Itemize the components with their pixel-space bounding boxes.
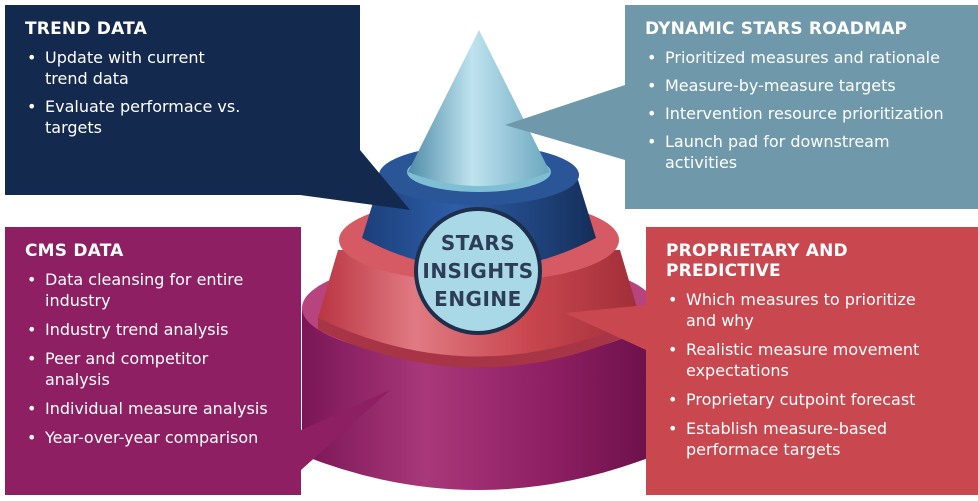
list-item: Peer and competitor analysis: [25, 348, 245, 390]
list-item: Which measures to prioritize and why: [666, 289, 926, 331]
cms-callout-tail: [301, 390, 390, 470]
roadmap-callout-tail: [505, 85, 625, 160]
proprietary-callout-tail: [565, 305, 646, 350]
engine-line-1: STARS: [440, 231, 516, 255]
roadmap-title: DYNAMIC STARS ROADMAP: [645, 19, 908, 39]
proprietary-list: Which measures to prioritize and why Rea…: [666, 289, 962, 460]
list-item: Launch pad for downstream activities: [645, 131, 915, 173]
cms-data-list: Data cleansing for entire industry Indus…: [25, 269, 285, 448]
proprietary-panel: PROPRIETARY AND PREDICTIVE Which measure…: [646, 227, 978, 495]
list-item: Year-over-year comparison: [25, 427, 285, 448]
list-item: Prioritized measures and rationale: [645, 47, 962, 68]
cone-tip: [408, 30, 550, 186]
list-item: Proprietary cutpoint forecast: [666, 389, 962, 410]
engine-circle: [414, 207, 542, 335]
list-item: Evaluate performace vs. targets: [25, 96, 255, 138]
roadmap-panel: DYNAMIC STARS ROADMAP Prioritized measur…: [625, 5, 978, 209]
list-item: Measure-by-measure targets: [645, 75, 962, 96]
trend-data-title: TREND DATA: [25, 19, 147, 39]
roadmap-list: Prioritized measures and rationale Measu…: [645, 47, 962, 173]
cms-data-panel: CMS DATA Data cleansing for entire indus…: [5, 227, 301, 495]
list-item: Update with current trend data: [25, 47, 245, 89]
engine-line-3: ENGINE: [434, 287, 522, 311]
cms-data-title: CMS DATA: [25, 241, 124, 261]
list-item: Realistic measure movement expectations: [666, 339, 946, 381]
list-item: Individual measure analysis: [25, 398, 285, 419]
list-item: Industry trend analysis: [25, 319, 285, 340]
proprietary-title: PROPRIETARY AND PREDICTIVE: [666, 241, 848, 281]
trend-data-list: Update with current trend data Evaluate …: [25, 47, 344, 138]
trend-data-panel: TREND DATA Update with current trend dat…: [5, 5, 360, 195]
list-item: Data cleansing for entire industry: [25, 269, 270, 311]
list-item: Establish measure-based performace targe…: [666, 418, 926, 460]
engine-label: STARS INSIGHTS ENGINE: [420, 213, 536, 329]
engine-line-2: INSIGHTS: [422, 259, 534, 283]
list-item: Intervention resource prioritization: [645, 103, 962, 124]
